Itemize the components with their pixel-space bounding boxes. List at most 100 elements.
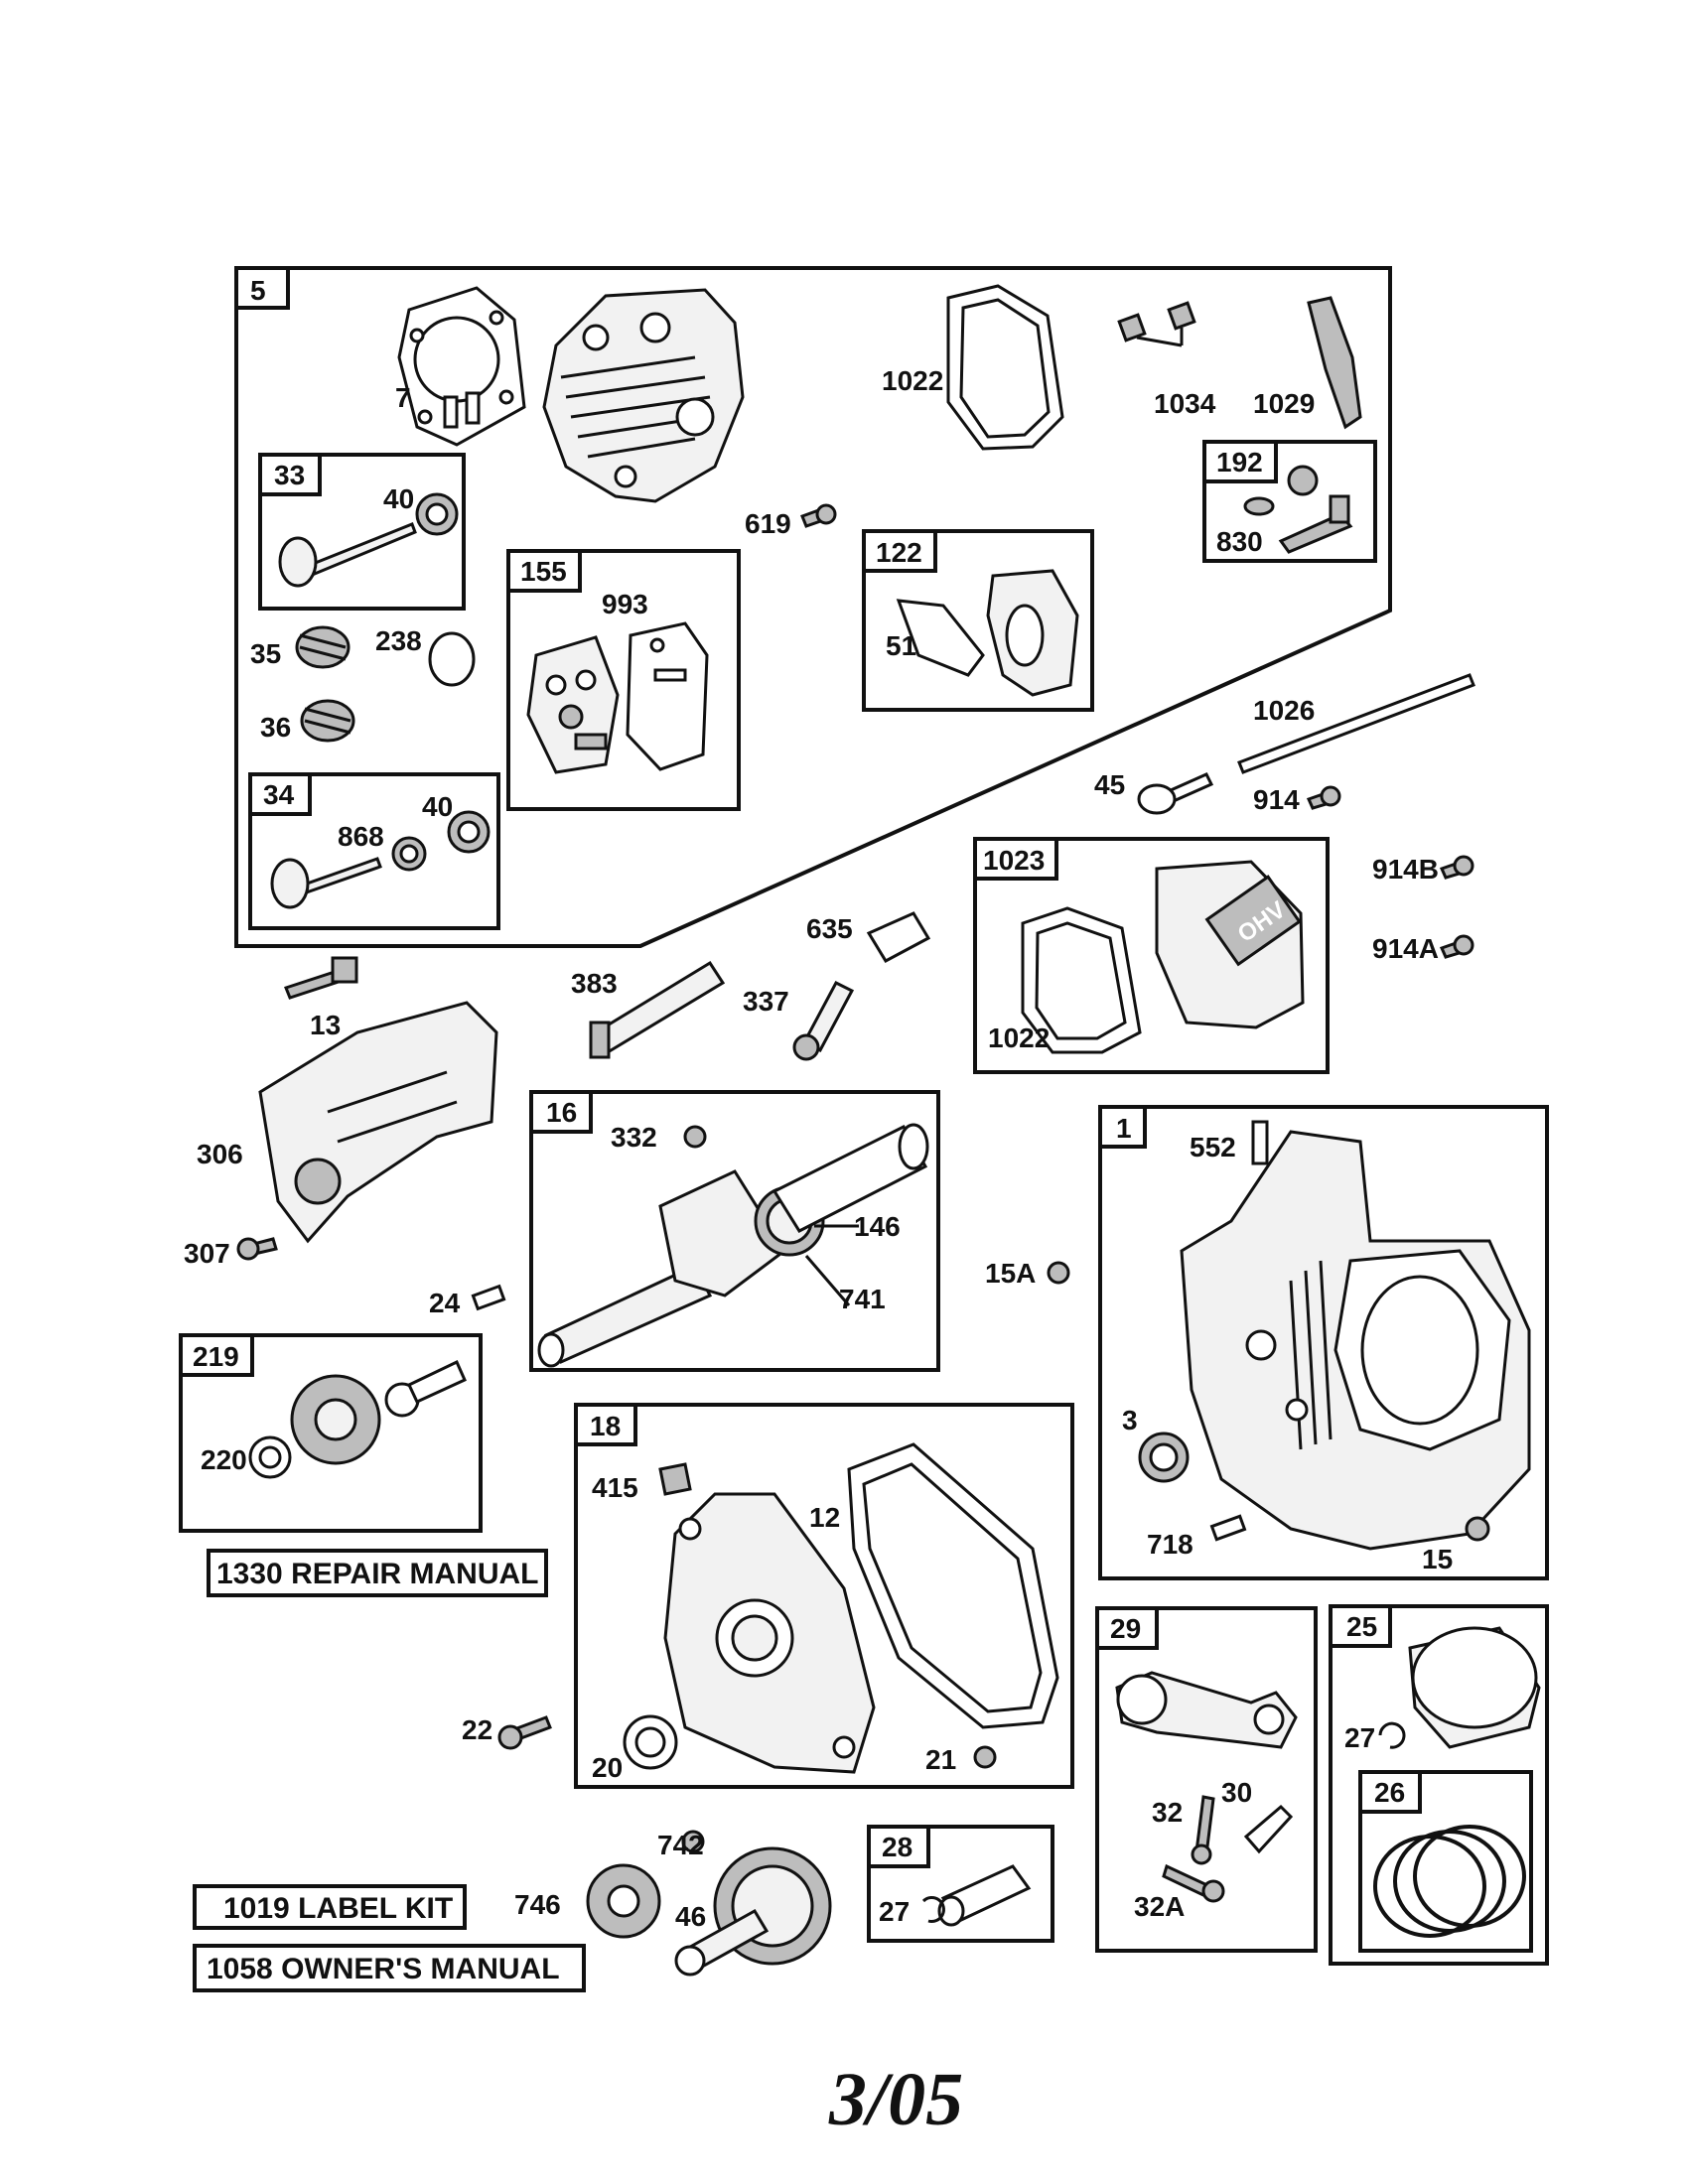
- exhaust-valve-part: [270, 810, 491, 909]
- callout-27-pin: 27: [879, 1896, 910, 1927]
- callout-332: 332: [611, 1122, 657, 1153]
- callout-914a: 914A: [1372, 933, 1439, 964]
- spark-plug-part: [792, 981, 855, 1061]
- cylinder-head-part: [542, 288, 745, 503]
- group-label-155: 155: [520, 556, 567, 587]
- bolt-914-part: [1306, 785, 1341, 810]
- group-label-219: 219: [193, 1341, 239, 1372]
- callout-30: 30: [1221, 1777, 1252, 1808]
- screw-307-part: [236, 1237, 278, 1261]
- callout-12: 12: [809, 1502, 840, 1533]
- callout-51: 51: [886, 630, 916, 661]
- rocker-cover-gasket-part: [946, 284, 1064, 451]
- callout-635: 635: [806, 913, 853, 944]
- valve-springs-part: [295, 625, 476, 743]
- callout-619: 619: [745, 508, 791, 539]
- callout-35: 35: [250, 638, 281, 669]
- group-label-192: 192: [1216, 447, 1263, 478]
- callout-27-piston: 27: [1344, 1722, 1375, 1753]
- callout-15: 15: [1422, 1544, 1453, 1574]
- label-kit-box: 1019 LABEL KIT: [193, 1884, 467, 1930]
- callout-415: 415: [592, 1472, 638, 1503]
- piston-rings-part: [1373, 1825, 1526, 1938]
- callout-306: 306: [197, 1139, 243, 1169]
- group-label-16: 16: [546, 1097, 577, 1128]
- group-label-18: 18: [590, 1411, 621, 1441]
- callout-20: 20: [592, 1752, 623, 1783]
- owners-manual-box: 1058 OWNER'S MANUAL: [193, 1944, 586, 1992]
- group-label-122: 122: [876, 537, 922, 568]
- callout-1034: 1034: [1154, 388, 1216, 419]
- callout-337: 337: [743, 986, 789, 1017]
- bolt-22-part: [497, 1715, 552, 1750]
- callout-1022-bottom: 1022: [988, 1023, 1050, 1053]
- breather-tube-part: [866, 911, 931, 963]
- blower-housing-part: [258, 1001, 498, 1244]
- push-rod-part: [1237, 673, 1475, 774]
- callout-32a: 32A: [1134, 1891, 1185, 1922]
- rocker-arm-part: [1307, 296, 1362, 430]
- callout-45: 45: [1094, 769, 1125, 800]
- callout-40-bottom: 40: [422, 791, 453, 822]
- label-kit-label: 1019 LABEL KIT: [223, 1892, 453, 1925]
- bolt-13-part: [284, 956, 358, 1000]
- rocker-stud-part: [1243, 465, 1353, 554]
- callout-40-top: 40: [383, 483, 414, 514]
- head-gasket-part: [397, 286, 526, 447]
- group-label-25: 25: [1346, 1611, 1377, 1642]
- callout-914: 914: [1253, 784, 1300, 815]
- callout-718: 718: [1147, 1529, 1193, 1560]
- group-label-33: 33: [274, 460, 305, 490]
- callout-383: 383: [571, 968, 618, 999]
- footer-date-code: 3/05: [828, 2058, 963, 2141]
- camshaft-gears-part: [586, 1830, 832, 1977]
- callout-13: 13: [310, 1010, 341, 1040]
- group-label-5: 5: [250, 275, 266, 306]
- screw-619-part: [800, 503, 837, 528]
- group-29-connecting-rod: 29 32 30 32A: [1095, 1606, 1318, 1953]
- repair-manual-box: 1330 REPAIR MANUAL: [207, 1549, 548, 1597]
- group-label-28: 28: [882, 1832, 912, 1862]
- callout-742: 742: [657, 1830, 704, 1860]
- callout-746: 746: [514, 1889, 561, 1920]
- callout-741: 741: [839, 1284, 886, 1314]
- callout-32: 32: [1152, 1797, 1183, 1828]
- group-label-34: 34: [263, 779, 295, 810]
- callout-1026: 1026: [1253, 695, 1315, 726]
- group-1023-rocker-cover: 1023 OHV 1022: [973, 837, 1330, 1074]
- callout-146: 146: [854, 1211, 901, 1242]
- group-label-1: 1: [1116, 1113, 1132, 1144]
- governor-shaft-part: [589, 960, 726, 1059]
- group-5-cylinder-head: 5 7 1022 1034: [234, 266, 1392, 948]
- callout-21: 21: [925, 1744, 956, 1775]
- rocker-nuts-part: [1117, 301, 1196, 347]
- nut-15a-part: [1047, 1261, 1070, 1285]
- group-label-26: 26: [1374, 1777, 1405, 1808]
- breather-assembly-part: [526, 621, 709, 774]
- group-16-crankshaft: 16 332 146 741: [529, 1090, 940, 1372]
- group-219-governor: 219 220: [179, 1333, 483, 1533]
- group-label-29: 29: [1110, 1613, 1141, 1644]
- callout-22: 22: [462, 1714, 492, 1745]
- group-28-wrist-pin: 28 27: [867, 1825, 1054, 1943]
- intake-valve-part: [278, 492, 459, 588]
- owners-manual-label: 1058 OWNER'S MANUAL: [207, 1953, 560, 1985]
- callout-1029: 1029: [1253, 388, 1315, 419]
- callout-307: 307: [184, 1238, 230, 1269]
- callout-15a: 15A: [985, 1258, 1036, 1289]
- callout-238: 238: [375, 625, 422, 656]
- tappet-part: [1137, 772, 1214, 815]
- key-24-part: [471, 1284, 506, 1311]
- callout-46: 46: [675, 1901, 706, 1932]
- callout-993: 993: [602, 589, 648, 619]
- group-1-crankcase: 1 552 3 718 15: [1098, 1105, 1549, 1580]
- callout-1022-top: 1022: [882, 365, 943, 396]
- callout-7: 7: [395, 382, 411, 413]
- bolt-914a-part: [1439, 934, 1474, 959]
- callout-552: 552: [1190, 1132, 1236, 1162]
- callout-220: 220: [201, 1444, 247, 1475]
- repair-manual-label: 1330 REPAIR MANUAL: [216, 1558, 539, 1590]
- callout-24: 24: [429, 1288, 461, 1318]
- group-label-1023: 1023: [983, 845, 1045, 876]
